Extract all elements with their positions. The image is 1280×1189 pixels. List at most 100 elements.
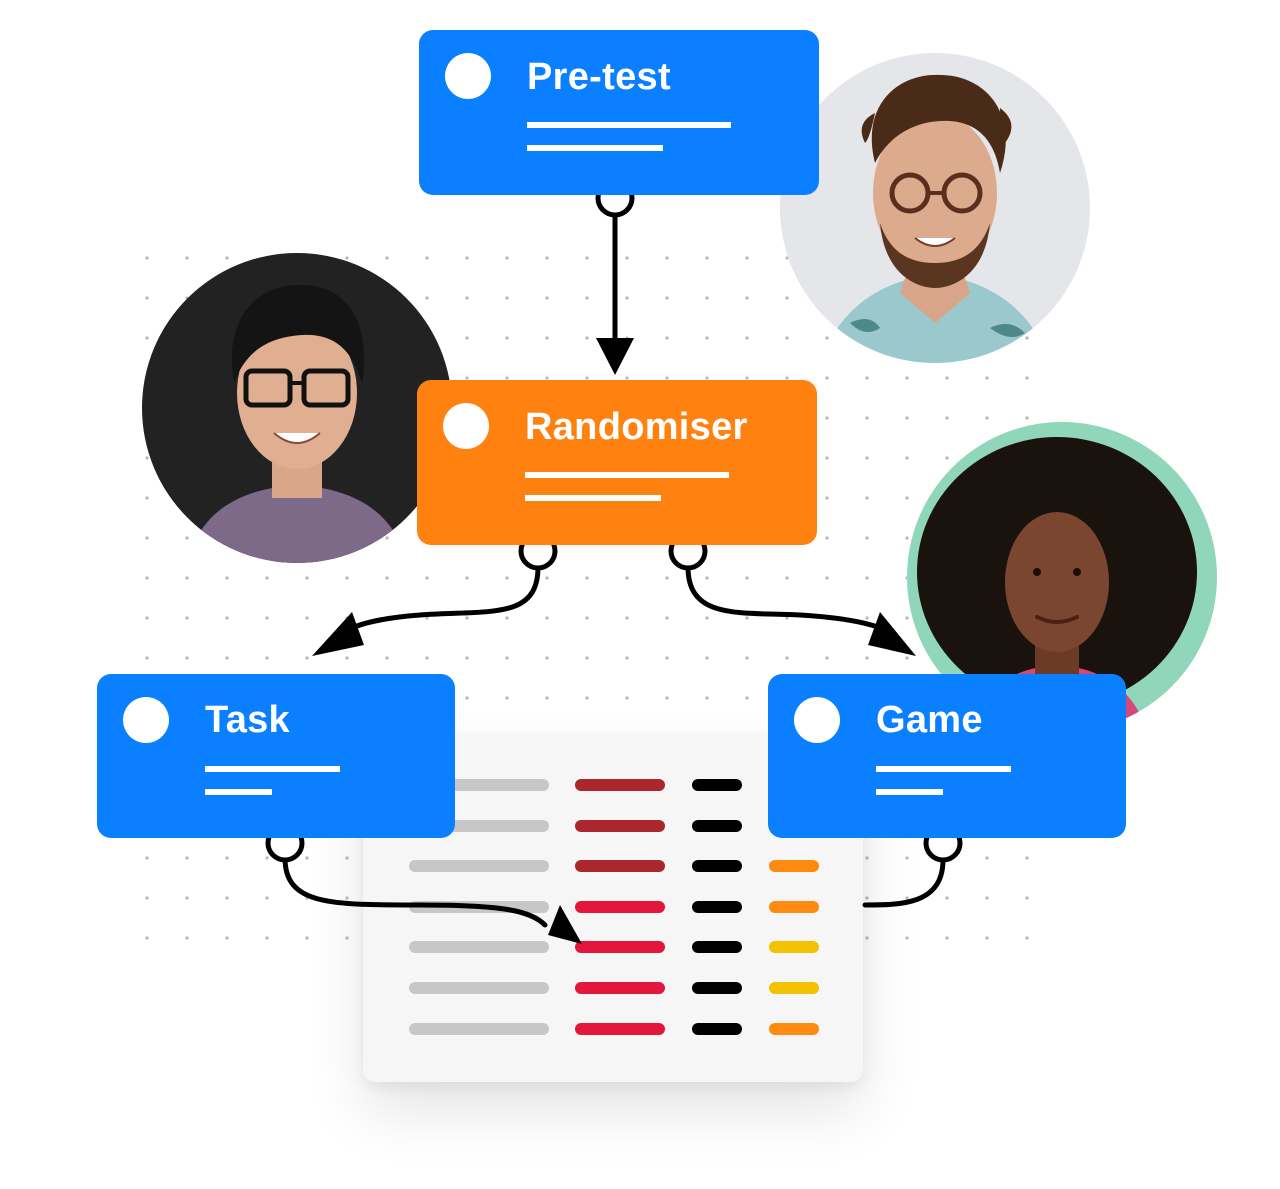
grid-dot: [265, 656, 269, 660]
grid-dot: [145, 896, 149, 900]
table-cell: [575, 779, 665, 791]
grid-dot: [1025, 336, 1029, 340]
table-cell: [409, 982, 549, 994]
grid-dot: [305, 576, 309, 580]
grid-dot: [225, 256, 229, 260]
grid-dot: [185, 936, 189, 940]
grid-dot: [305, 936, 309, 940]
table-cell: [409, 900, 549, 913]
grid-dot: [345, 616, 349, 620]
grid-dot: [705, 656, 709, 660]
grid-dot: [505, 576, 509, 580]
grid-dot: [665, 616, 669, 620]
grid-dot: [145, 536, 149, 540]
grid-dot: [585, 256, 589, 260]
grid-dot: [665, 656, 669, 660]
grid-dot: [545, 616, 549, 620]
grid-dot: [385, 256, 389, 260]
grid-dot: [185, 896, 189, 900]
table-cell: [692, 779, 742, 791]
grid-dot: [825, 536, 829, 540]
grid-dot: [545, 656, 549, 660]
grid-dot: [705, 576, 709, 580]
node-randomiser[interactable]: Randomiser: [417, 380, 817, 545]
grid-dot: [505, 696, 509, 700]
grid-dot: [145, 456, 149, 460]
grid-dot: [345, 256, 349, 260]
node-game[interactable]: Game: [768, 674, 1126, 838]
grid-dot: [465, 296, 469, 300]
grid-dot: [825, 456, 829, 460]
node-text-line: [876, 766, 1011, 772]
grid-dot: [865, 416, 869, 420]
grid-dot: [865, 896, 869, 900]
node-bullet-icon: [123, 697, 169, 743]
grid-dot: [865, 376, 869, 380]
grid-dot: [825, 576, 829, 580]
node-pretest[interactable]: Pre-test: [419, 30, 819, 195]
grid-dot: [625, 616, 629, 620]
grid-dot: [625, 656, 629, 660]
grid-dot: [945, 456, 949, 460]
node-bullet-icon: [794, 697, 840, 743]
grid-dot: [145, 616, 149, 620]
grid-dot: [785, 376, 789, 380]
grid-dot: [705, 376, 709, 380]
grid-dot: [1025, 856, 1029, 860]
grid-dot: [505, 376, 509, 380]
grid-dot: [705, 296, 709, 300]
table-cell: [409, 860, 549, 873]
grid-dot: [745, 656, 749, 660]
grid-dot: [905, 376, 909, 380]
grid-dot: [465, 696, 469, 700]
grid-dot: [785, 576, 789, 580]
node-bullet-icon: [445, 53, 491, 99]
grid-dot: [305, 896, 309, 900]
node-text-line: [525, 495, 661, 501]
grid-dot: [505, 656, 509, 660]
grid-dot: [865, 576, 869, 580]
grid-dot: [625, 376, 629, 380]
grid-dot: [145, 256, 149, 260]
grid-dot: [425, 296, 429, 300]
grid-dot: [865, 656, 869, 660]
table-cell: [692, 819, 742, 832]
node-bullet-icon: [443, 403, 489, 449]
grid-dot: [545, 256, 549, 260]
avatar-curly-man-glasses: [780, 53, 1090, 363]
table-cell: [769, 982, 819, 994]
grid-dot: [905, 536, 909, 540]
grid-dot: [905, 856, 909, 860]
grid-dot: [545, 696, 549, 700]
grid-dot: [425, 576, 429, 580]
grid-dot: [825, 376, 829, 380]
grid-dot: [145, 336, 149, 340]
grid-dot: [385, 616, 389, 620]
grid-dot: [585, 296, 589, 300]
grid-dot: [345, 936, 349, 940]
grid-dot: [145, 656, 149, 660]
grid-dot: [865, 536, 869, 540]
grid-dot: [465, 336, 469, 340]
grid-dot: [905, 456, 909, 460]
grid-dot: [985, 416, 989, 420]
grid-dot: [905, 656, 909, 660]
grid-dot: [865, 616, 869, 620]
grid-dot: [145, 936, 149, 940]
grid-dot: [745, 256, 749, 260]
node-task[interactable]: Task: [97, 674, 455, 838]
grid-dot: [425, 256, 429, 260]
grid-dot: [945, 936, 949, 940]
node-title: Task: [205, 699, 290, 741]
table-cell: [575, 860, 665, 873]
node-text-line: [525, 472, 729, 478]
grid-dot: [985, 936, 989, 940]
grid-dot: [665, 336, 669, 340]
grid-dot: [985, 896, 989, 900]
grid-dot: [545, 296, 549, 300]
grid-dot: [505, 336, 509, 340]
grid-dot: [385, 656, 389, 660]
grid-dot: [185, 856, 189, 860]
grid-dot: [825, 616, 829, 620]
grid-dot: [745, 336, 749, 340]
